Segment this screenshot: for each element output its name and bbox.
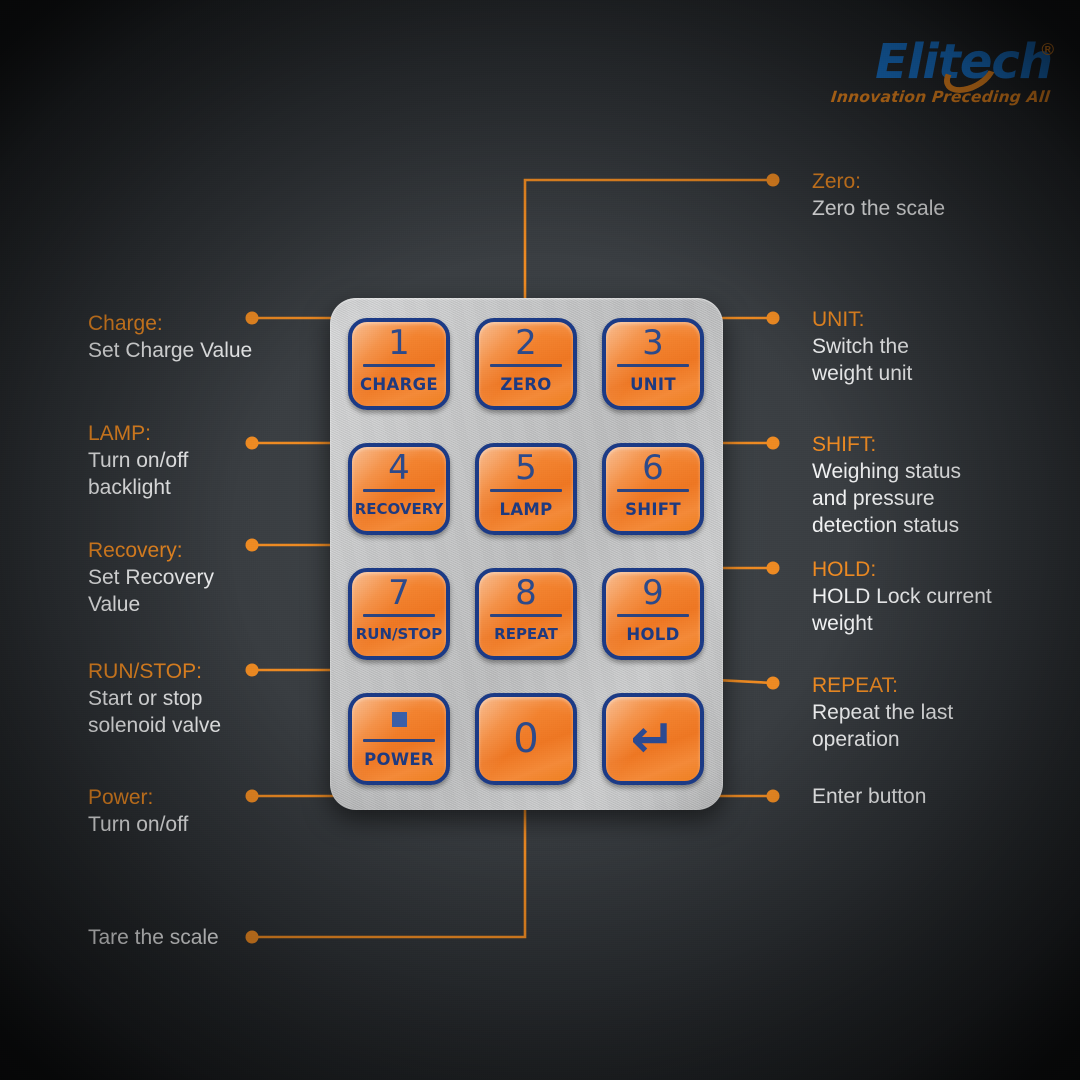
- key-6-shift[interactable]: 6 SHIFT: [602, 443, 704, 535]
- callout-heading: Recovery:: [88, 539, 183, 562]
- callout-power: Power: Turn on/off: [88, 784, 318, 838]
- key-divider: [490, 364, 562, 367]
- key-digit: 5: [515, 448, 537, 488]
- callout-enter: Enter button: [812, 783, 1057, 810]
- callout-heading: SHIFT:: [812, 433, 877, 456]
- key-label: CHARGE: [359, 375, 438, 394]
- key-divider: [363, 614, 435, 617]
- key-2-zero[interactable]: 2 ZERO: [475, 318, 577, 410]
- key-label: UNIT: [630, 375, 676, 394]
- keypad-panel: 1 CHARGE 2 ZERO 3 UNIT 4 RECOVERY: [330, 298, 723, 810]
- labeldot-zero: [766, 173, 780, 187]
- callout-body: Turn on/off: [88, 813, 189, 836]
- power-square-icon: [391, 712, 407, 727]
- labeldot-enter: [766, 789, 780, 803]
- key-label: HOLD: [626, 625, 680, 644]
- callout-charge: Charge: Set Charge Value: [88, 310, 328, 364]
- callout-body: Enter button: [812, 785, 927, 808]
- key-8-repeat[interactable]: 8 REPEAT: [475, 568, 577, 660]
- key-digit: 2: [515, 323, 537, 363]
- key-divider: [490, 614, 562, 617]
- key-digit: 1: [388, 323, 410, 363]
- key-label: LAMP: [499, 500, 553, 519]
- key-divider: [363, 489, 435, 492]
- key-divider: [617, 614, 689, 617]
- callout-heading: Power:: [88, 786, 154, 809]
- brand-tagline: Innovation Preceding All: [830, 88, 1051, 106]
- callout-body: Set Charge Value: [88, 339, 253, 362]
- key-digit: 3: [642, 323, 664, 363]
- callout-body: Tare the scale: [88, 926, 219, 949]
- key-label: RECOVERY: [354, 500, 444, 518]
- key-digit: 0: [513, 716, 539, 762]
- key-digit: 7: [388, 573, 410, 613]
- callout-heading: HOLD:: [812, 558, 877, 581]
- key-divider: [617, 364, 689, 367]
- key-power[interactable]: POWER: [348, 693, 450, 785]
- key-divider: [363, 364, 435, 367]
- registered-mark: ®: [1041, 40, 1054, 59]
- enter-arrow-icon: ↵: [630, 707, 676, 770]
- key-digit: 8: [515, 573, 537, 613]
- key-label: ZERO: [500, 375, 552, 394]
- key-enter[interactable]: ↵: [602, 693, 704, 785]
- key-0[interactable]: 0: [475, 693, 577, 785]
- callout-heading: LAMP:: [88, 422, 152, 445]
- key-1-charge[interactable]: 1 CHARGE: [348, 318, 450, 410]
- callout-zero: Zero: Zero the scale: [812, 168, 1062, 222]
- labeldot-unit: [766, 311, 780, 325]
- labeldot-hold: [766, 561, 780, 575]
- labeldot-repeat: [766, 676, 780, 690]
- callout-heading: Zero:: [812, 170, 862, 193]
- callout-heading: Charge:: [88, 312, 163, 335]
- key-5-lamp[interactable]: 5 LAMP: [475, 443, 577, 535]
- brand-logo: Elitech ® Innovation Preceding All: [830, 36, 1054, 114]
- key-label: POWER: [364, 750, 434, 769]
- key-3-unit[interactable]: 3 UNIT: [602, 318, 704, 410]
- callout-heading: UNIT:: [812, 308, 865, 331]
- callout-heading: RUN/STOP:: [88, 660, 202, 683]
- labeldot-shift: [766, 436, 780, 450]
- key-label: SHIFT: [625, 500, 681, 519]
- key-label: RUN/STOP: [355, 625, 443, 643]
- key-9-hold[interactable]: 9 HOLD: [602, 568, 704, 660]
- callout-body: Zero the scale: [812, 197, 946, 220]
- key-digit: 4: [388, 448, 410, 488]
- key-4-recovery[interactable]: 4 RECOVERY: [348, 443, 450, 535]
- key-7-runstop[interactable]: 7 RUN/STOP: [348, 568, 450, 660]
- callout-heading: REPEAT:: [812, 674, 898, 697]
- key-digit: 9: [642, 573, 664, 613]
- key-divider: [617, 489, 689, 492]
- key-digit: 6: [642, 448, 664, 488]
- key-divider: [490, 489, 562, 492]
- callout-tare: Tare the scale: [88, 924, 318, 951]
- key-label: REPEAT: [494, 625, 558, 643]
- key-divider: [363, 739, 435, 742]
